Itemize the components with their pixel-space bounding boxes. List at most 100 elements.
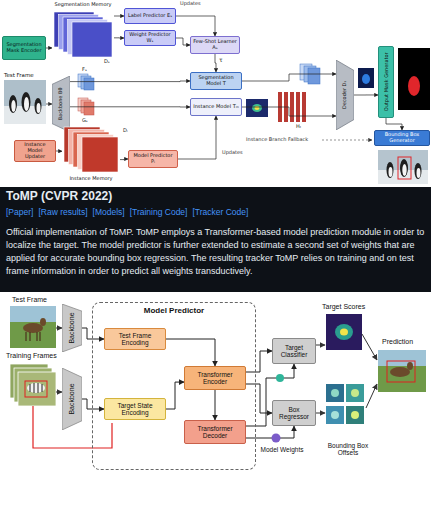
decoder-trapezoid: Decoder Dₛ — [336, 60, 354, 130]
target-score-map — [340, 329, 348, 336]
target-score-map — [326, 314, 362, 350]
head-box: Box Regressor — [272, 400, 316, 426]
group-title: Model Predictor — [144, 306, 204, 315]
input-label: Test Frame — [4, 72, 34, 78]
section-heading: ToMP (CVPR 2022) — [6, 190, 112, 204]
flow-arrow — [242, 74, 336, 81]
input-arrow — [56, 392, 62, 393]
node-label: Decoder Dₛ — [342, 81, 348, 109]
generator-box: Bounding Box Generator — [374, 130, 430, 146]
input-label: Training Frames — [6, 352, 57, 360]
node-label: Segmentation Model T — [193, 75, 239, 87]
memory-frames — [52, 11, 114, 58]
process-box: Few-Shot Learner Aₛ — [190, 36, 240, 54]
box-output-image — [398, 157, 411, 179]
offset-maps — [351, 411, 359, 419]
score-heatmap — [252, 104, 262, 112]
encoder-box: Segmentation Mask Encoder — [2, 36, 46, 60]
node-label: Output Mask Generator — [383, 53, 389, 112]
offset-maps — [326, 384, 344, 402]
flow-arrow — [354, 94, 378, 95]
node-label: Bounding Box Generator — [377, 132, 427, 144]
process-box: Transformer Encoder — [184, 366, 246, 390]
feature-bars — [296, 92, 300, 122]
link-row: [Paper][Raw results][Models][Training Co… — [6, 208, 248, 218]
node-label: Segmentation Mask Encoder — [5, 42, 43, 54]
model-box: Segmentation Model T — [190, 72, 242, 90]
prediction-image — [378, 350, 426, 392]
head-box: Target Classifier — [272, 338, 316, 364]
model-box: Instance Model Tₘ — [190, 98, 242, 116]
test-frame-image — [35, 98, 42, 114]
offset-maps — [331, 389, 339, 397]
prediction-image — [378, 366, 426, 392]
symbol-label: Gₛ — [82, 118, 88, 124]
node-label: Target State Encoding — [107, 402, 163, 417]
input-label: Test Frame — [12, 296, 47, 304]
link-text: [Training Code] — [130, 208, 188, 218]
backbone-trapezoid: Backbone Bθ — [52, 76, 70, 132]
test-frame-image — [26, 332, 40, 341]
prediction-image — [390, 367, 410, 377]
output-label: Prediction — [382, 338, 413, 346]
flow-arrow — [166, 339, 215, 366]
process-box: Instance Model Updater — [14, 140, 56, 162]
output-label: Model Weights — [260, 446, 304, 453]
offset-maps — [346, 384, 364, 402]
training-frames-image — [10, 364, 56, 406]
training-frames-image — [27, 383, 45, 393]
flow-arrow — [242, 107, 336, 116]
node-label: Backbone — [68, 383, 76, 414]
test-frame-image — [10, 306, 56, 348]
output-arrow — [316, 413, 325, 414]
test-frame-image — [4, 80, 46, 124]
training-frames-image — [25, 381, 47, 397]
symbol-label: Dᵢ — [123, 128, 128, 134]
flow-arrow — [246, 384, 272, 413]
mask-map — [362, 74, 370, 84]
training-frames-image — [18, 372, 56, 406]
flow-arrow — [246, 426, 294, 438]
node-label: Transformer Encoder — [187, 371, 243, 386]
flow-arrow — [70, 81, 190, 83]
score-heatmap — [255, 106, 260, 110]
flow-arrow — [215, 54, 216, 72]
target-score-map — [326, 314, 362, 350]
mask-map — [358, 68, 374, 88]
feature-bars — [290, 92, 294, 122]
node-label: Segmentation Memory — [54, 2, 111, 8]
feature-stack — [78, 74, 94, 90]
flow-arrow — [46, 47, 52, 48]
flow-arrow — [114, 37, 124, 38]
test-frame-image — [22, 92, 31, 112]
training-frames-image — [30, 383, 42, 393]
process-box: Test Frame Encoding — [104, 328, 166, 350]
box-output-image — [417, 168, 421, 178]
test-frame-image — [40, 318, 46, 326]
input-arrow — [56, 328, 62, 329]
flow-arrow — [82, 399, 104, 409]
backbone-trapezoid — [52, 76, 70, 132]
backbone-trapezoid: Backbone — [62, 304, 82, 352]
node-label: Instance Memory — [69, 176, 112, 182]
node-label: Few-Shot Learner Aₛ — [193, 39, 237, 51]
prediction-image — [378, 350, 426, 392]
test-frame-image — [10, 306, 56, 348]
flow-note: Instance Branch Fallback — [246, 137, 308, 143]
feature-stack — [84, 102, 94, 115]
bottom-figure-ground — [0, 292, 431, 516]
process-box: Transformer Decoder — [184, 420, 246, 444]
target-score-map — [335, 324, 353, 340]
process-box: Weight Predictor Wₛ — [124, 30, 176, 46]
node-label: Instance Model Tₘ — [193, 104, 239, 110]
box-output-image — [400, 159, 408, 177]
backbone-trapezoid — [62, 304, 82, 352]
flow-arrow — [176, 16, 215, 36]
memory-frames — [62, 126, 120, 173]
feature-bars — [302, 92, 306, 122]
test-frame-image — [10, 322, 56, 348]
flow-arrow — [386, 118, 402, 130]
memory-frame — [82, 137, 118, 172]
score-heatmap — [246, 99, 268, 117]
